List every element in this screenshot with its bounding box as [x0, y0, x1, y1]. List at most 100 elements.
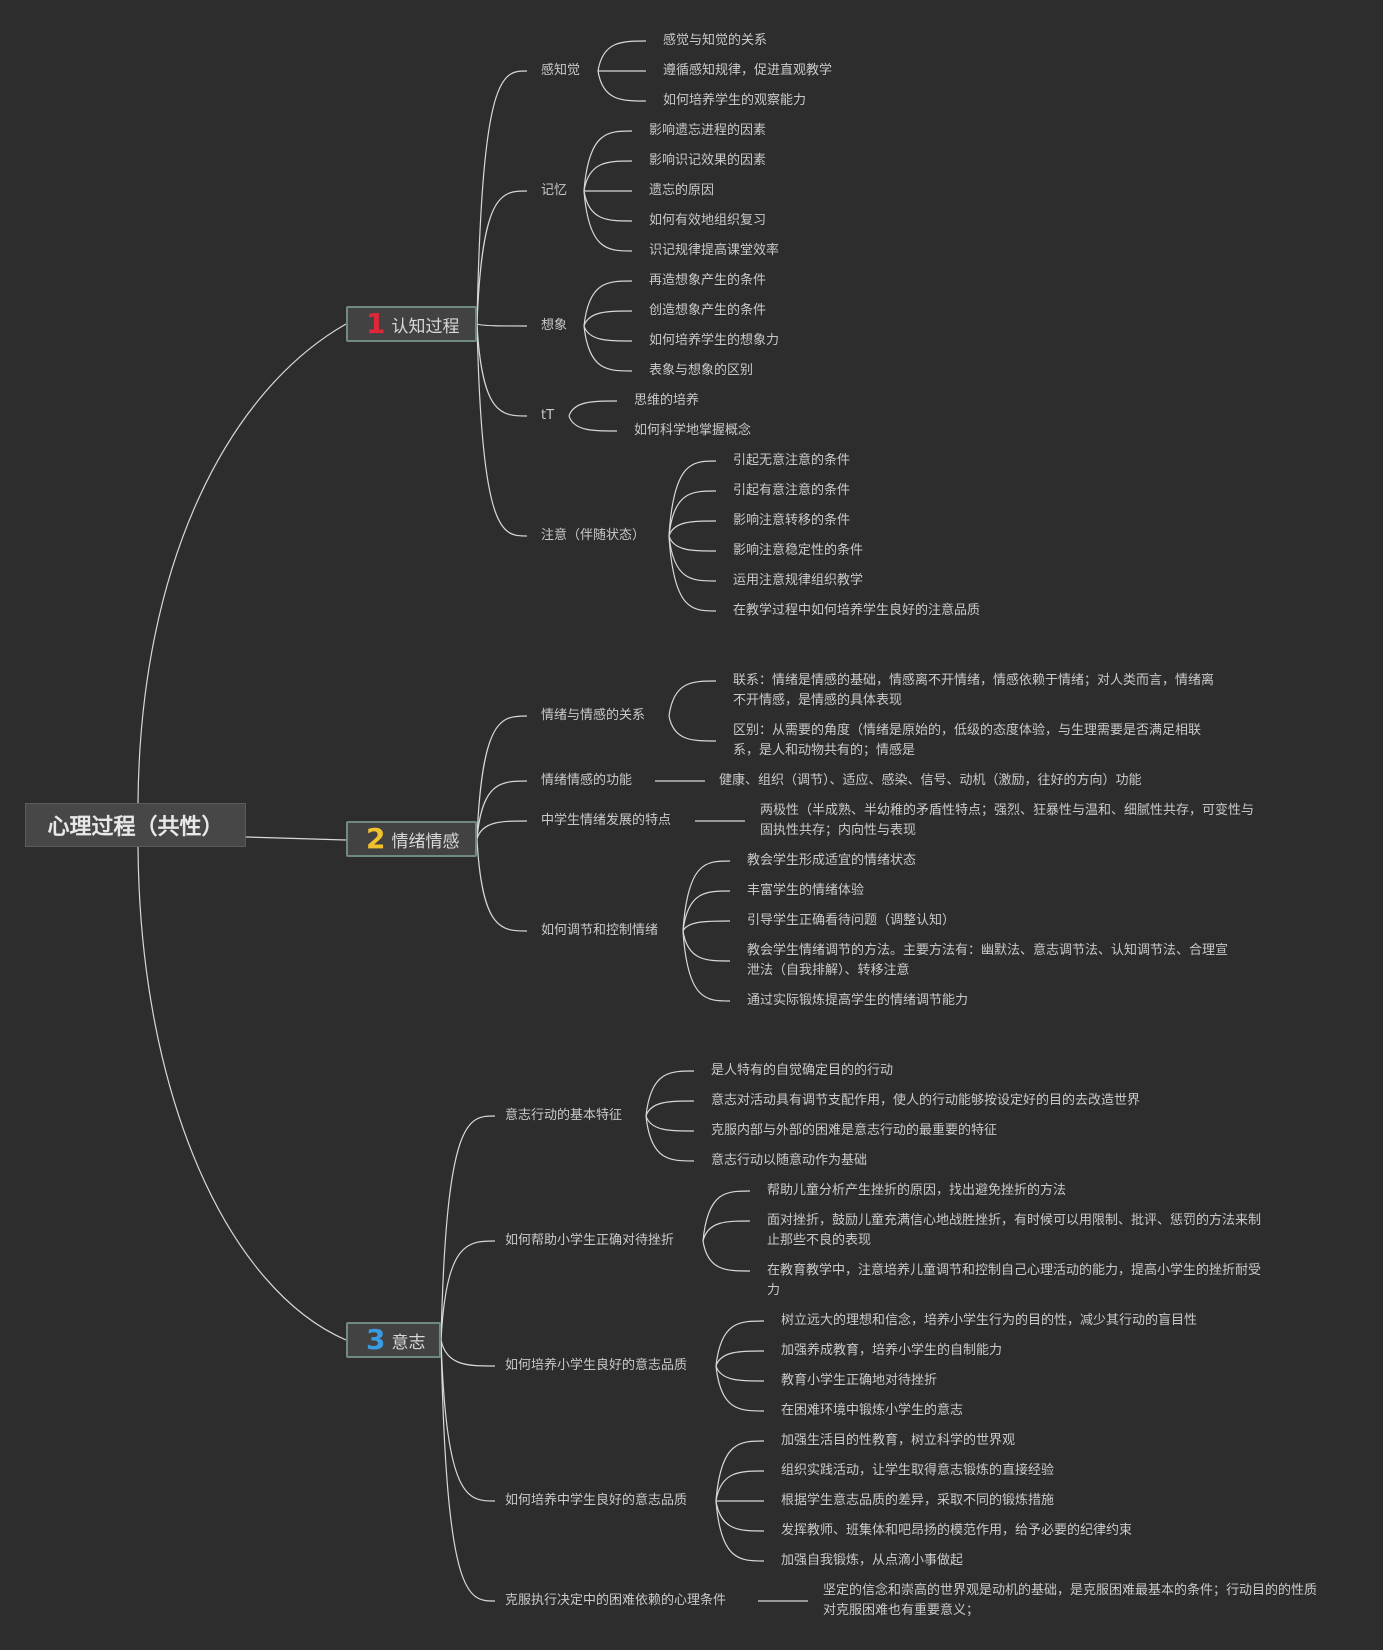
leaf-item[interactable]: 面对挫折，鼓励儿童充满信心地战胜挫折，有时候可以用限制、批评、惩罚的方法来制止那…: [767, 1213, 1262, 1248]
leaf-item[interactable]: 帮助儿童分析产生挫折的原因，找出避免挫折的方法: [767, 1183, 1067, 1198]
leaf-link: [715, 1350, 765, 1367]
root-node[interactable]: 心理过程（共性）: [25, 803, 246, 847]
leaf-link: [668, 520, 717, 537]
branch-link: [476, 323, 528, 327]
leaf-item[interactable]: 树立远大的理想和信念，培养小学生行为的目的性，减少其行动的盲目性: [781, 1313, 1198, 1328]
leaf-item[interactable]: 意志对活动具有调节支配作用，使人的行动能够按设定好的目的去改造世界: [711, 1093, 1141, 1108]
leaf-link: [682, 930, 731, 962]
leaf-link: [715, 1365, 765, 1382]
leaf-item[interactable]: 丰富学生的情绪体验: [747, 883, 865, 898]
leaf-item[interactable]: 影响注意稳定性的条件: [733, 543, 864, 558]
branch-label[interactable]: tT: [541, 408, 555, 423]
branch-label[interactable]: 记忆: [541, 183, 568, 198]
leaf-link: [668, 460, 717, 537]
leaf-link: [645, 1115, 695, 1132]
branch-label[interactable]: 感知觉: [541, 63, 581, 78]
leaf-link: [583, 280, 633, 327]
leaf-item[interactable]: 运用注意规律组织教学: [733, 573, 864, 588]
leaf-link: [668, 680, 717, 717]
leaf-item[interactable]: 联系：情绪是情感的基础，情感离不开情绪，情感依赖于情绪；对人类而言，情绪离不开情…: [733, 673, 1215, 708]
leaf-link: [568, 400, 618, 417]
leaf-item[interactable]: 两极性（半成熟、半幼稚的矛盾性特点；强烈、狂暴性与温和、细腻性共存，可变性与固执…: [760, 803, 1255, 838]
branch-link: [476, 780, 528, 840]
leaf-link: [715, 1500, 765, 1562]
leaf-item[interactable]: 是人特有的自觉确定目的的行动: [711, 1063, 894, 1078]
leaf-item[interactable]: 在教育教学中，注意培养儿童调节和控制自己心理活动的能力，提高小学生的挫折耐受力: [767, 1263, 1262, 1298]
leaf-item[interactable]: 发挥教师、班集体和吧昂扬的模范作用，给予必要的纪律约束: [781, 1523, 1133, 1538]
leaf-item[interactable]: 影响注意转移的条件: [733, 513, 851, 528]
number-2-icon: 2: [366, 822, 386, 855]
leaf-link: [645, 1100, 695, 1117]
leaf-item[interactable]: 引起有意注意的条件: [733, 483, 851, 498]
leaf-item[interactable]: 创造想象产生的条件: [649, 303, 767, 318]
leaf-item[interactable]: 意志行动以随意动作为基础: [711, 1153, 868, 1168]
branch-label[interactable]: 情绪情感的功能: [541, 773, 633, 788]
leaf-link: [583, 325, 633, 372]
branch-label[interactable]: 如何培养中学生良好的意志品质: [505, 1493, 688, 1508]
leaf-item[interactable]: 根据学生意志品质的差异，采取不同的锻炼措施: [781, 1493, 1055, 1508]
leaf-item[interactable]: 如何有效地组织复习: [649, 213, 767, 228]
branch-label[interactable]: 如何调节和控制情绪: [541, 923, 659, 938]
leaf-item[interactable]: 教会学生情绪调节的方法。主要方法有：幽默法、意志调节法、认知调节法、合理宣泄法（…: [747, 943, 1229, 978]
leaf-item[interactable]: 感觉与知觉的关系: [663, 33, 768, 48]
leaf-item[interactable]: 教育小学生正确地对待挫折: [781, 1373, 938, 1388]
leaf-item[interactable]: 坚定的信念和崇高的世界观是动机的基础，是克服困难最基本的条件；行动目的的性质对克…: [823, 1583, 1318, 1618]
leaf-item[interactable]: 健康、组织（调节）、适应、感染、信号、动机（激励，往好的方向）功能: [719, 773, 1142, 788]
branch-label[interactable]: 如何培养小学生良好的意志品质: [505, 1358, 688, 1373]
branch-link: [476, 323, 528, 537]
root-link: [137, 846, 347, 1341]
leaf-link: [645, 1070, 695, 1117]
leaf-item[interactable]: 引导学生正确看待问题（调整认知）: [747, 913, 956, 928]
branch-label[interactable]: 克服执行决定中的困难依赖的心理条件: [505, 1593, 727, 1608]
leaf-item[interactable]: 再造想象产生的条件: [649, 273, 767, 288]
leaf-link: [715, 1470, 765, 1502]
main-node-emotion[interactable]: 2 情绪情感: [346, 821, 477, 857]
leaf-item[interactable]: 表象与想象的区别: [649, 363, 754, 378]
leaf-item[interactable]: 加强生活目的性教育，树立科学的世界观: [781, 1433, 1016, 1448]
leaf-item[interactable]: 遗忘的原因: [649, 183, 715, 198]
leaf-item[interactable]: 如何培养学生的想象力: [649, 333, 780, 348]
branch-label[interactable]: 意志行动的基本特征: [505, 1108, 623, 1123]
branch-link: [476, 70, 528, 325]
leaf-item[interactable]: 区别：从需要的角度（情绪是原始的，低级的态度体验，与生理需要是否满足相联系，是人…: [733, 723, 1202, 758]
main-node-label: 意志: [391, 1332, 426, 1353]
leaf-link: [568, 415, 618, 432]
leaf-link: [645, 1115, 695, 1162]
branch-link: [476, 323, 528, 417]
leaf-item[interactable]: 加强自我锻炼，从点滴小事做起: [781, 1553, 964, 1568]
leaf-item[interactable]: 如何培养学生的观察能力: [663, 93, 807, 108]
branch-label[interactable]: 如何帮助小学生正确对待挫折: [505, 1233, 675, 1248]
leaf-item[interactable]: 在教学过程中如何培养学生良好的注意品质: [733, 603, 981, 618]
leaf-link: [715, 1500, 765, 1532]
branch-label[interactable]: 中学生情绪发展的特点: [541, 813, 672, 828]
branch-label[interactable]: 想象: [541, 318, 568, 333]
leaf-item[interactable]: 如何科学地掌握概念: [634, 423, 752, 438]
main-node-cognition[interactable]: 1 认知过程: [346, 306, 477, 342]
branch-link: [440, 1339, 496, 1602]
leaf-item[interactable]: 引起无意注意的条件: [733, 453, 851, 468]
leaf-link: [715, 1440, 765, 1502]
leaf-item[interactable]: 遵循感知规律，促进直观教学: [663, 63, 833, 78]
leaf-item[interactable]: 组织实践活动，让学生取得意志锻炼的直接经验: [781, 1463, 1055, 1478]
leaf-item[interactable]: 思维的培养: [634, 393, 700, 408]
root-label: 心理过程（共性）: [47, 815, 224, 840]
leaf-link: [668, 715, 717, 742]
root-link: [137, 323, 347, 804]
leaf-item[interactable]: 加强养成教育，培养小学生的自制能力: [781, 1343, 1003, 1358]
leaf-link: [682, 920, 731, 932]
leaf-link: [668, 535, 717, 552]
leaf-link: [668, 535, 717, 582]
branch-label[interactable]: 注意（伴随状态）: [541, 528, 646, 543]
leaf-item[interactable]: 识记规律提高课堂效率: [649, 243, 780, 258]
leaf-item[interactable]: 在困难环境中锻炼小学生的意志: [781, 1403, 964, 1418]
leaf-link: [597, 40, 647, 72]
leaf-item[interactable]: 克服内部与外部的困难是意志行动的最重要的特征: [711, 1123, 998, 1138]
main-node-will[interactable]: 3 意志: [346, 1322, 441, 1358]
leaf-item[interactable]: 教会学生形成适宜的情绪状态: [747, 853, 917, 868]
leaf-item[interactable]: 影响遗忘进程的因素: [649, 123, 767, 138]
branch-label[interactable]: 情绪与情感的关系: [541, 708, 646, 723]
branch-link: [440, 1240, 496, 1341]
leaf-item[interactable]: 影响识记效果的因素: [649, 153, 767, 168]
leaf-item[interactable]: 通过实际锻炼提高学生的情绪调节能力: [747, 993, 969, 1008]
